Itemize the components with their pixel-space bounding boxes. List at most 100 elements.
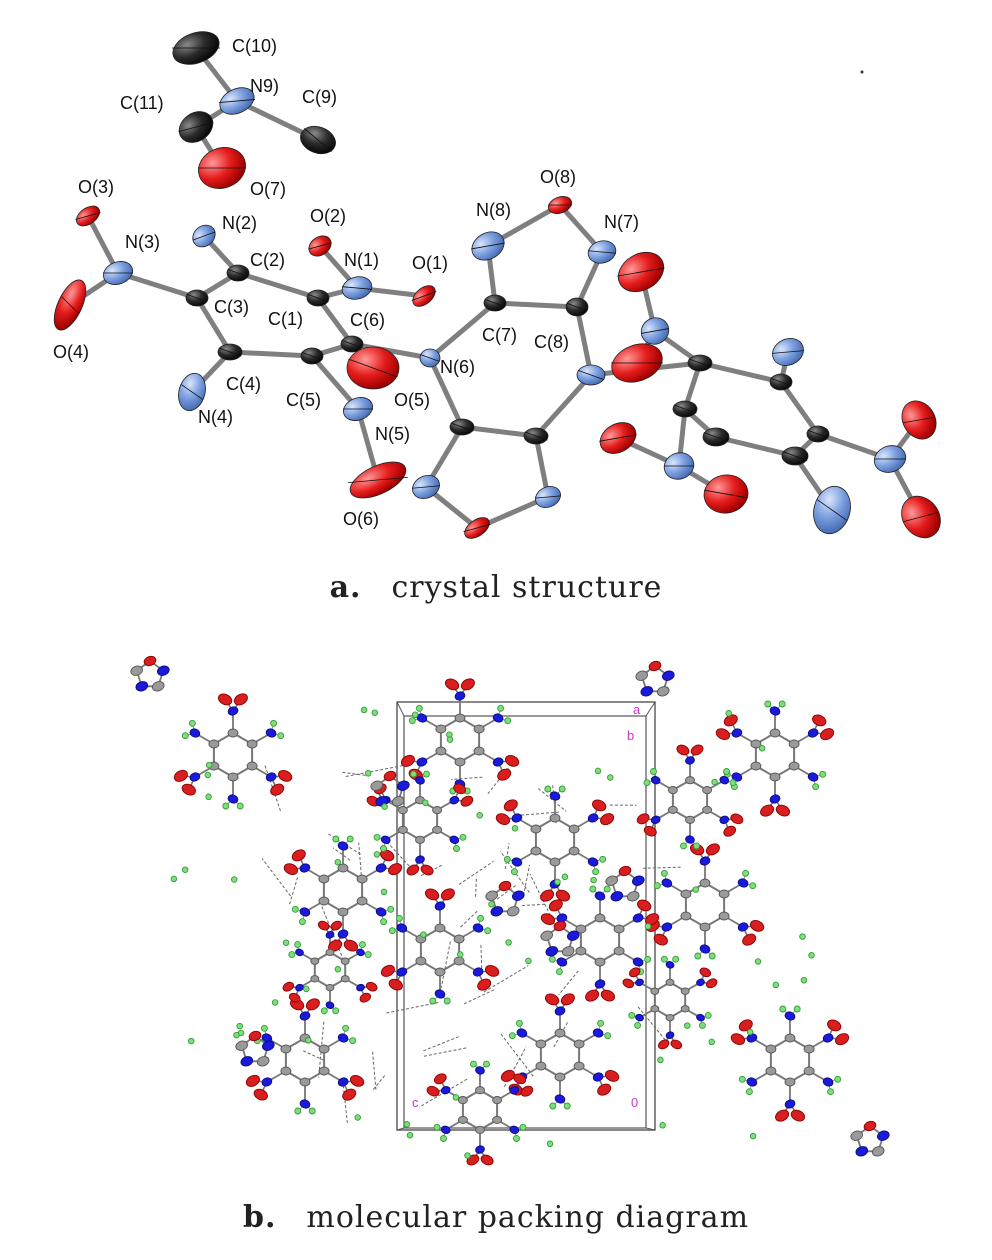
hbond-36	[558, 970, 579, 996]
atom-label-O2: O(2)	[310, 206, 346, 226]
packing-atom-O-520	[544, 993, 560, 1006]
packing-atom-H-857	[607, 774, 614, 781]
packing-atom-C-445	[784, 1077, 796, 1087]
packing-atom-H-568	[470, 1060, 477, 1068]
packing-atom-O-803	[383, 770, 397, 782]
bond-C4-C5	[227, 349, 315, 359]
packing-atom-H-853	[746, 1028, 754, 1036]
packing-atom-O-560	[433, 1073, 447, 1085]
packing-atom-H-871	[420, 931, 427, 938]
packing-atom-H-664	[410, 770, 417, 778]
bond-Na-Nb	[459, 424, 539, 439]
packing-atom-C-397	[299, 1077, 311, 1087]
bond-P5-P11	[697, 360, 784, 385]
packing-atom-N-814	[157, 665, 170, 676]
hbond-0	[480, 945, 483, 970]
packing-atom-O-574	[520, 1085, 534, 1097]
atom-Nd-octant	[535, 495, 561, 499]
packing-atom-C-493	[554, 1072, 566, 1082]
packing-atom-H-649	[373, 833, 381, 841]
atom-label-N3: N(3)	[125, 232, 160, 252]
packing-atom-N-584	[719, 815, 730, 824]
packing-atom-H-889	[546, 1140, 554, 1148]
packing-atom-C-589	[685, 815, 695, 824]
packing-atom-C-198	[356, 896, 368, 906]
packing-atom-O-813	[143, 655, 157, 667]
packing-atom-O-712	[317, 920, 330, 931]
packing-atom-O-575	[513, 1073, 527, 1085]
packing-atom-H-881	[381, 803, 388, 810]
packing-atom-O-767	[699, 967, 712, 978]
packing-atom-N-468	[784, 1011, 796, 1021]
packing-atom-N-454	[746, 1077, 758, 1087]
packing-atom-O-739	[670, 1039, 683, 1050]
packing-atom-H-143	[497, 704, 505, 712]
atom-C11-octant	[178, 121, 214, 133]
bond-N6-C7	[427, 300, 498, 361]
packing-atom-N-324	[434, 901, 446, 911]
packing-atom-H-88	[764, 700, 772, 708]
caption-b: b.molecular packing diagram	[0, 1200, 992, 1235]
packing-atom-O-478	[835, 1033, 850, 1046]
packing-atom-N-728	[696, 1013, 705, 1022]
packing-atom-C-342	[613, 946, 625, 956]
packing-atom-H-898	[525, 957, 532, 965]
packing-atom-H-18	[222, 802, 230, 810]
atom-Na-octant	[450, 422, 474, 432]
packing-atom-N-796	[610, 891, 624, 902]
atom-N2-octant	[192, 231, 216, 241]
packing-atom-H-444	[834, 1075, 842, 1083]
packing-atom-H-907	[446, 736, 454, 743]
packing-atom-C-349	[594, 957, 606, 967]
packing-atom-H-718	[364, 951, 372, 959]
packing-atom-H-870	[476, 812, 483, 819]
packing-atom-O-211	[343, 939, 359, 952]
packing-atom-N-776	[490, 906, 504, 917]
packing-atom-N-794	[632, 875, 645, 886]
packing-atom-H-901	[505, 939, 512, 946]
packing-atom-C-500	[535, 1061, 547, 1071]
packing-atom-C-301	[434, 967, 446, 977]
packing-atom-O-766	[706, 978, 718, 989]
packing-atom-H-471	[793, 1005, 801, 1013]
packing-atom-N-619	[719, 776, 730, 785]
packing-atom-O-395	[342, 1088, 357, 1101]
packing-atom-C-137	[473, 724, 485, 734]
packing-atom-N-214	[299, 907, 311, 917]
packing-atom-C-740	[650, 1005, 660, 1013]
hbond-30	[451, 776, 483, 780]
packing-atom-O-12	[277, 770, 293, 782]
packing-atom-N-646	[380, 835, 391, 844]
packing-atom-H-499	[563, 1102, 571, 1110]
packing-atom-C-246	[718, 911, 730, 921]
atom-P6-octant	[673, 404, 697, 414]
packing-atom-N-708	[325, 931, 335, 939]
packing-atom-H-862	[271, 999, 279, 1006]
packing-atom-N-399	[299, 1099, 311, 1109]
packing-atom-H-540	[519, 1123, 527, 1131]
packing-atom-O-602	[643, 825, 657, 837]
packing-atom-H-864	[354, 1114, 361, 1121]
packing-atom-H-472	[779, 1005, 787, 1013]
packing-atom-H-852	[488, 900, 495, 908]
packing-atom-H-888	[237, 1029, 245, 1037]
hbond-26	[264, 765, 281, 812]
packing-atom-N-262	[661, 922, 673, 932]
packing-atom-C-233	[356, 874, 368, 884]
packing-atom-H-218	[298, 918, 306, 926]
caption-b-letter: b.	[242, 1200, 277, 1235]
packing-atom-H-883	[303, 985, 310, 993]
packing-atom-C-665	[432, 806, 443, 815]
packing-atom-H-307	[443, 997, 451, 1005]
packing-atom-H-880	[511, 825, 519, 832]
packing-atom-O-587	[723, 825, 737, 837]
packing-atom-H-403	[308, 1107, 316, 1115]
packing-atom-O-355	[600, 989, 616, 1002]
packing-atom-C-212	[318, 896, 330, 906]
packing-atom-H-129	[408, 717, 416, 725]
packing-atom-O-479	[827, 1019, 842, 1032]
packing-atom-C-377	[613, 924, 625, 934]
atom-N4-octant	[181, 384, 203, 400]
packing-atom-H-868	[754, 958, 762, 965]
packing-atom-C-219	[318, 874, 330, 884]
